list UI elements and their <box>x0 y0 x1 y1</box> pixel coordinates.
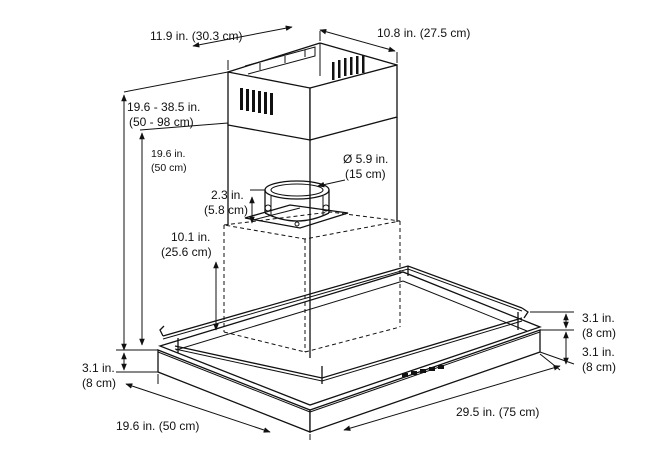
label-canopy-height-right-in: 3.1 in. <box>582 345 615 359</box>
dim-canopy-depth <box>125 374 311 440</box>
dim-duct-diameter <box>317 179 346 188</box>
dim-total-height <box>121 71 229 351</box>
chimney-bracket <box>244 46 316 75</box>
handle-rail <box>159 265 529 384</box>
label-box-height-in: 10.1 in. <box>171 230 210 244</box>
label-duct-diameter-cm: (15 cm) <box>345 167 386 181</box>
label-chimney-width: 11.9 in. (30.3 cm) <box>150 29 242 43</box>
label-canopy-width: 29.5 in. (75 cm) <box>456 405 539 419</box>
label-rail-height-cm: (8 cm) <box>582 326 616 340</box>
chimney-upper <box>227 42 398 141</box>
label-chimney-depth: 10.8 in. (27.5 cm) <box>377 26 470 40</box>
dim-chimney-depth <box>319 29 398 63</box>
mounting-plate <box>244 204 349 229</box>
label-duct-diameter-in: Ø 5.9 in. <box>343 152 388 166</box>
label-canopy-height-right-cm: (8 cm) <box>582 360 616 374</box>
vent-slots-left <box>240 88 273 115</box>
label-chimney-height-in: 19.6 in. <box>151 148 185 160</box>
label-canopy-height-left-in: 3.1 in. <box>82 361 115 375</box>
label-canopy-depth: 19.6 in. (50 cm) <box>116 419 199 433</box>
dim-collar-height <box>249 189 265 224</box>
label-total-height-cm: (50 - 98 cm) <box>129 115 194 129</box>
label-canopy-height-left-cm: (8 cm) <box>82 376 116 390</box>
vent-slots-right <box>332 55 365 80</box>
label-box-height-cm: (25.6 cm) <box>161 245 212 259</box>
dim-canopy-height-right <box>539 331 575 365</box>
dim-canopy-width <box>343 353 561 431</box>
label-rail-height-in: 3.1 in. <box>582 311 615 325</box>
label-total-height-in: 19.6 - 38.5 in. <box>127 100 200 114</box>
dim-chimney-height <box>139 122 229 346</box>
label-collar-height-in: 2.3 in. <box>211 188 244 202</box>
label-chimney-height-cm: (50 cm) <box>151 162 187 174</box>
dim-rail-height <box>530 311 574 331</box>
label-collar-height-cm: (5.8 cm) <box>204 203 248 217</box>
dim-canopy-height-left <box>116 349 158 373</box>
motor-box-hidden <box>223 211 401 353</box>
